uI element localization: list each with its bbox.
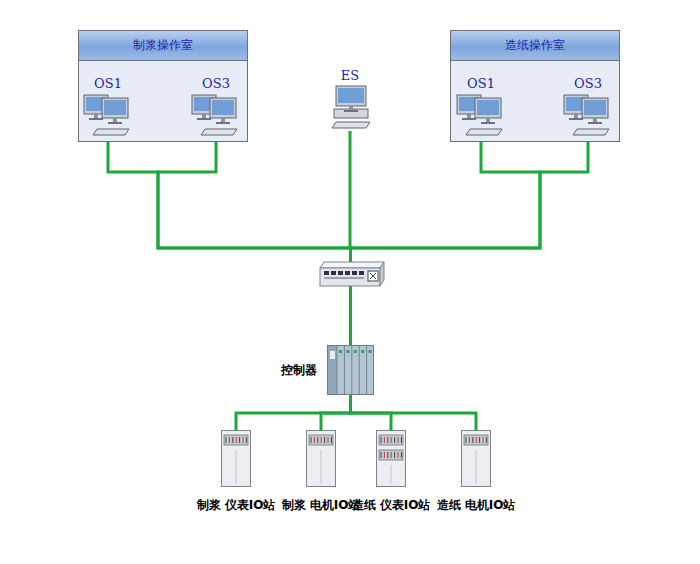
network-cable — [351, 395, 477, 430]
operator-station: OS3 — [191, 93, 241, 137]
network-cable — [158, 137, 351, 345]
controller: 控制器 — [327, 345, 374, 395]
operator-room: OS1OS3制浆操作室 — [78, 30, 248, 142]
node-label: 造纸 仪表IO站 — [349, 497, 433, 513]
engineering-station: ES — [328, 85, 372, 131]
room-title: 制浆操作室 — [133, 37, 193, 54]
io-cabinet: 造纸 仪表IO站 — [376, 430, 406, 487]
cab-icon — [461, 430, 491, 487]
cab-icon — [306, 430, 336, 487]
network-switch — [320, 262, 384, 286]
operator-room: OS1OS3造纸操作室 — [450, 30, 620, 142]
room-header: 制浆操作室 — [79, 31, 247, 61]
network-cable — [351, 137, 541, 345]
operator-station: OS1 — [83, 93, 133, 137]
node-label: OS3 — [202, 76, 230, 91]
operator-station: OS3 — [563, 93, 613, 137]
io-cabinet: 制浆 电机IO站 — [306, 430, 336, 487]
pc-icon — [563, 93, 613, 137]
node-label: ES — [341, 68, 359, 83]
network-cable — [351, 137, 589, 345]
pc-icon — [191, 93, 241, 137]
network-cable — [108, 137, 351, 345]
node-label: OS3 — [574, 76, 602, 91]
network-cable — [236, 395, 351, 430]
room-title: 造纸操作室 — [505, 37, 565, 54]
pc-icon — [83, 93, 133, 137]
pc-icon — [456, 93, 506, 137]
cab-icon — [376, 430, 406, 487]
io-cabinet: 造纸 电机IO站 — [461, 430, 491, 487]
operator-station: OS1 — [456, 93, 506, 137]
room-header: 造纸操作室 — [451, 31, 619, 61]
node-label: 控制器 — [281, 362, 317, 379]
node-label: 制浆 电机IO站 — [279, 497, 363, 513]
node-label: OS1 — [467, 76, 495, 91]
cab-icon — [221, 430, 251, 487]
ctrl-icon — [327, 345, 374, 395]
node-label: OS1 — [94, 76, 122, 91]
network-cable — [321, 395, 351, 430]
es-icon — [328, 85, 372, 131]
node-label: 制浆 仪表IO站 — [194, 497, 278, 513]
io-cabinet: 制浆 仪表IO站 — [221, 430, 251, 487]
node-label: 造纸 电机IO站 — [434, 497, 518, 513]
